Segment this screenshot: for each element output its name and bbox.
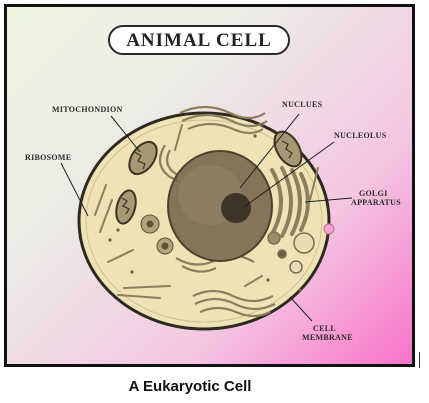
label-nucleus: NUCLUES <box>282 100 323 109</box>
label-membrane-line1: CELL <box>313 324 336 333</box>
figure-caption: A Eukaryotic Cell <box>128 378 252 395</box>
label-nucleolus: NUCLEOLUS <box>334 131 387 140</box>
label-golgi-line2: APPARATUS <box>351 198 401 207</box>
label-mitochondrion: MITOCHONDION <box>52 105 123 114</box>
leader-lines <box>60 113 353 322</box>
label-golgi-line1: GOLGI <box>359 189 388 198</box>
mitochondrion <box>115 130 303 225</box>
nucleolus <box>221 193 251 223</box>
label-ribosome: RIBOSOME <box>25 153 72 162</box>
cytoskeleton <box>94 124 319 299</box>
diagram-title: ANIMAL CELL <box>108 25 290 55</box>
lysosome <box>323 223 335 235</box>
vesicle <box>267 231 315 274</box>
label-membrane-line2: MEMBRANE <box>302 333 353 342</box>
edge-mark <box>419 352 420 368</box>
centrosome <box>140 214 174 255</box>
ribosome <box>108 123 302 292</box>
